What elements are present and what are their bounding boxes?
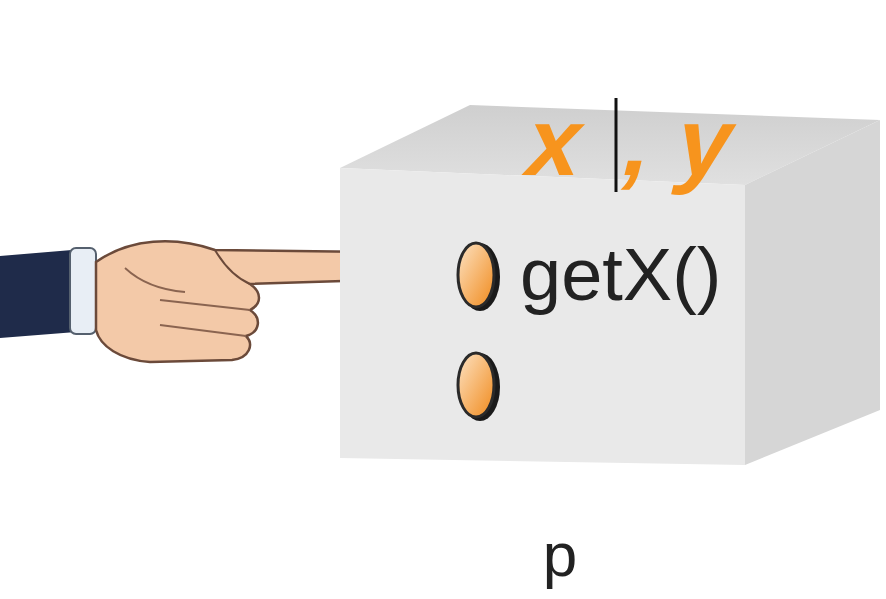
method-label: getX() (520, 238, 722, 312)
object-name: p (543, 524, 577, 586)
method-button (458, 243, 494, 307)
method-button (458, 353, 494, 417)
